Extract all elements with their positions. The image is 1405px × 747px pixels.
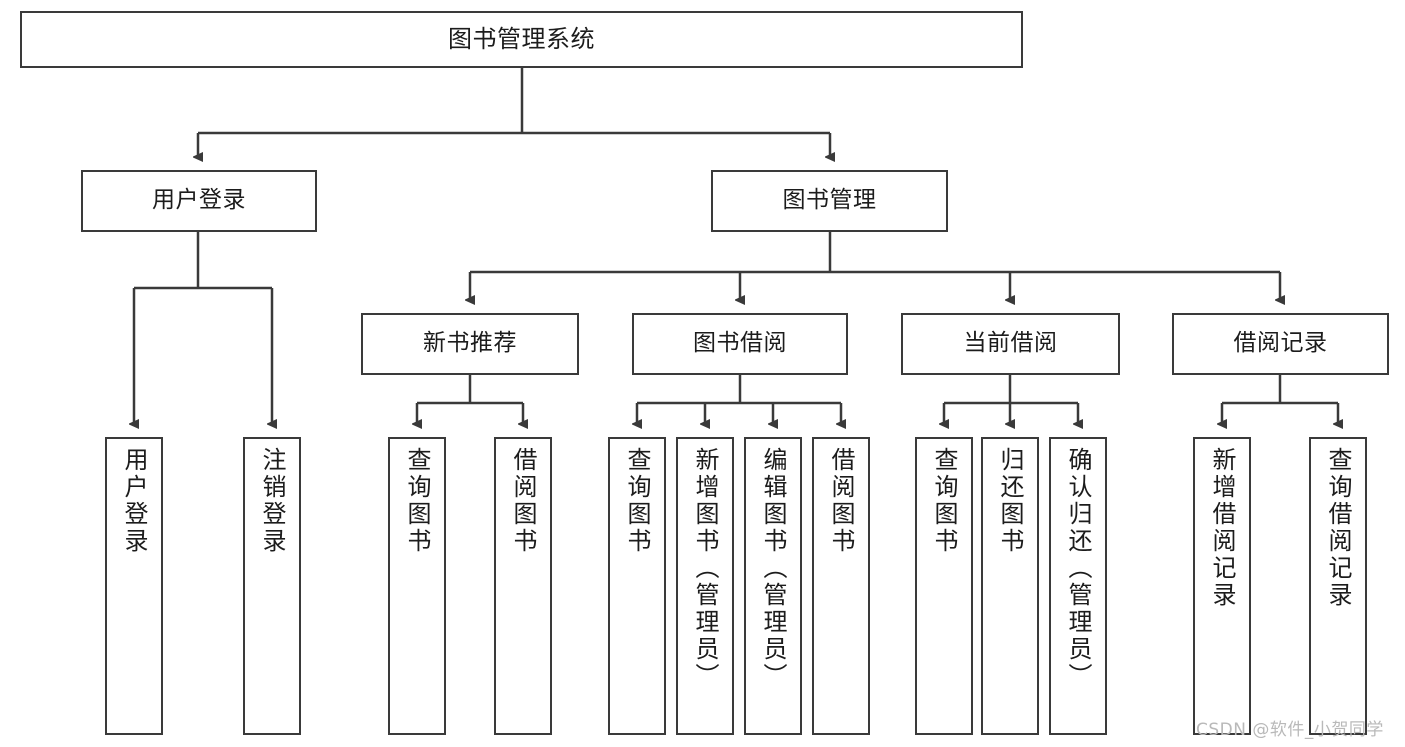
leaf-book-borrow-edit[interactable]: 编辑图书（管理员）: [744, 437, 802, 735]
node-root-label: 图书管理系统: [448, 25, 595, 54]
leaf-user-login-login[interactable]: 用户登录: [105, 437, 163, 735]
leaf-borrow-record-query[interactable]: 查询借阅记录: [1309, 437, 1367, 735]
leaf-label: 查询借阅记录: [1324, 447, 1352, 609]
leaf-label: 查询图书: [930, 447, 958, 555]
leaf-label: 新增图书（管理员）: [691, 447, 719, 690]
leaf-label: 归还图书: [996, 447, 1024, 555]
leaf-label: 查询图书: [623, 447, 651, 555]
leaf-new-book-borrow[interactable]: 借阅图书: [494, 437, 552, 735]
leaf-book-borrow-query[interactable]: 查询图书: [608, 437, 666, 735]
node-borrow-record-label: 借阅记录: [1233, 330, 1328, 357]
leaf-borrow-record-add[interactable]: 新增借阅记录: [1193, 437, 1251, 735]
node-new-book-recommend[interactable]: 新书推荐: [361, 313, 579, 375]
leaf-book-borrow-borrow[interactable]: 借阅图书: [812, 437, 870, 735]
leaf-current-borrow-query[interactable]: 查询图书: [915, 437, 973, 735]
node-current-borrow[interactable]: 当前借阅: [901, 313, 1120, 375]
leaf-label: 借阅图书: [827, 447, 855, 555]
node-new-book-recommend-label: 新书推荐: [423, 330, 517, 357]
leaf-label: 编辑图书（管理员）: [759, 447, 787, 690]
leaf-user-login-logout[interactable]: 注销登录: [243, 437, 301, 735]
watermark-text: CSDN @软件_小贺同学: [1196, 720, 1384, 740]
leaf-label: 查询图书: [403, 447, 431, 555]
leaf-current-borrow-return[interactable]: 归还图书: [981, 437, 1039, 735]
node-book-borrow[interactable]: 图书借阅: [632, 313, 848, 375]
node-user-login[interactable]: 用户登录: [81, 170, 317, 232]
leaf-label: 借阅图书: [509, 447, 537, 555]
node-book-management[interactable]: 图书管理: [711, 170, 948, 232]
node-root[interactable]: 图书管理系统: [20, 11, 1023, 68]
leaf-label: 注销登录: [258, 447, 286, 555]
node-current-borrow-label: 当前借阅: [963, 330, 1058, 357]
leaf-new-book-query[interactable]: 查询图书: [388, 437, 446, 735]
node-user-login-label: 用户登录: [152, 187, 246, 214]
leaf-book-borrow-add[interactable]: 新增图书（管理员）: [676, 437, 734, 735]
node-borrow-record[interactable]: 借阅记录: [1172, 313, 1389, 375]
leaf-current-borrow-confirm-return[interactable]: 确认归还（管理员）: [1049, 437, 1107, 735]
node-book-management-label: 图书管理: [782, 187, 877, 214]
leaf-label: 用户登录: [120, 447, 148, 555]
leaf-label: 确认归还（管理员）: [1064, 447, 1092, 690]
leaf-label: 新增借阅记录: [1208, 447, 1236, 609]
node-book-borrow-label: 图书借阅: [693, 330, 787, 357]
